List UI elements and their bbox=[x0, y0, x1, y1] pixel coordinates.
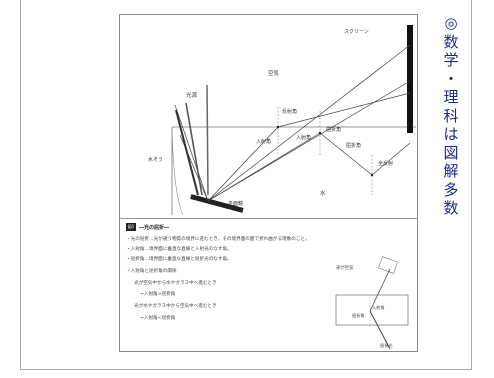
textbook-page: スクリーン 光源 空気 水 水そう 平面鏡 反射角 入射角 入射角 屈折角 屈折… bbox=[119, 14, 418, 352]
page-frame bbox=[20, 0, 472, 370]
label-water: 水 bbox=[320, 189, 326, 197]
text-line: ・光の屈折…光が違う物質の境界に進むとき，その境界面の面で折れ曲がる現象のこと。 bbox=[126, 237, 310, 242]
label-tank: 水そう bbox=[148, 156, 163, 163]
text-line: →入射角>屈折角 bbox=[140, 292, 176, 297]
title-char: 数 bbox=[443, 199, 459, 217]
text-line: ・入射角と屈折角の関係 bbox=[126, 269, 177, 274]
label-total-refl: 全反射 bbox=[378, 160, 393, 167]
title-char: 解 bbox=[443, 162, 459, 180]
label-refr-angle-2: 屈折角 bbox=[346, 142, 361, 149]
text-line: ・屈折角…境界面に垂直な直線と屈折光のなす角。 bbox=[126, 257, 232, 262]
title-char: 科 bbox=[443, 106, 459, 125]
title-char: 図 bbox=[443, 143, 459, 162]
small-label-bottom: 屈折光 bbox=[380, 342, 393, 349]
light-rays bbox=[174, 44, 411, 202]
tank-bottom bbox=[171, 126, 184, 215]
tank-outline bbox=[171, 126, 416, 215]
label-inc-angle-2: 入射角 bbox=[296, 134, 311, 141]
screen-bar bbox=[407, 25, 413, 133]
small-label-box: 光が空気 bbox=[336, 264, 354, 271]
refraction-small-figure: 光が空気 入射角 屈折角 屈折光 bbox=[335, 256, 409, 350]
light-source bbox=[175, 84, 209, 196]
label-light: 光源 bbox=[186, 91, 198, 99]
figure-badge: 図1 bbox=[126, 223, 136, 231]
label-screen: スクリーン bbox=[344, 29, 369, 35]
refraction-diagram: スクリーン 光源 空気 水 水そう 平面鏡 反射角 入射角 入射角 屈折角 屈折… bbox=[148, 25, 416, 215]
section-header: 図1 ―光の屈折― bbox=[126, 223, 169, 231]
text-line: ・入射角…境界面に垂直な直線と入射光のなす角。 bbox=[126, 247, 232, 252]
title-char: 理 bbox=[443, 88, 459, 106]
text-line: 光が水やガラス中から空気中へ進むとき bbox=[134, 304, 217, 309]
title-char: 多 bbox=[443, 180, 459, 199]
title-char: ・ bbox=[443, 69, 459, 88]
label-refr-angle: 屈折角 bbox=[326, 126, 341, 133]
title-char: は bbox=[443, 125, 459, 143]
small-label-refr: 屈折角 bbox=[352, 312, 365, 319]
title-char: 数 bbox=[443, 32, 459, 51]
text-line: →入射角<屈折角 bbox=[140, 316, 176, 321]
label-mirror: 平面鏡 bbox=[228, 200, 243, 207]
plane-mirror bbox=[190, 194, 244, 213]
label-inc-angle-1: 入射角 bbox=[256, 138, 271, 145]
text-line: 光が空気中から水やガラス中へ進むとき bbox=[134, 281, 217, 286]
label-refl-angle: 反射角 bbox=[282, 108, 297, 115]
label-air: 空気 bbox=[268, 69, 280, 77]
title-char: 学 bbox=[443, 51, 459, 69]
intersection-points bbox=[276, 125, 374, 177]
vertical-title: ◎ 数 学 ・ 理 科 は 図 解 多 数 bbox=[440, 14, 462, 218]
explanation-section: 図1 ―光の屈折― ・光の屈折…光が違う物質の境界に進むとき，その境界面の面で折… bbox=[120, 218, 417, 352]
small-label-inc: 入射角 bbox=[372, 304, 385, 311]
section-heading: ―光の屈折― bbox=[139, 224, 170, 231]
title-char: ◎ bbox=[444, 14, 458, 32]
